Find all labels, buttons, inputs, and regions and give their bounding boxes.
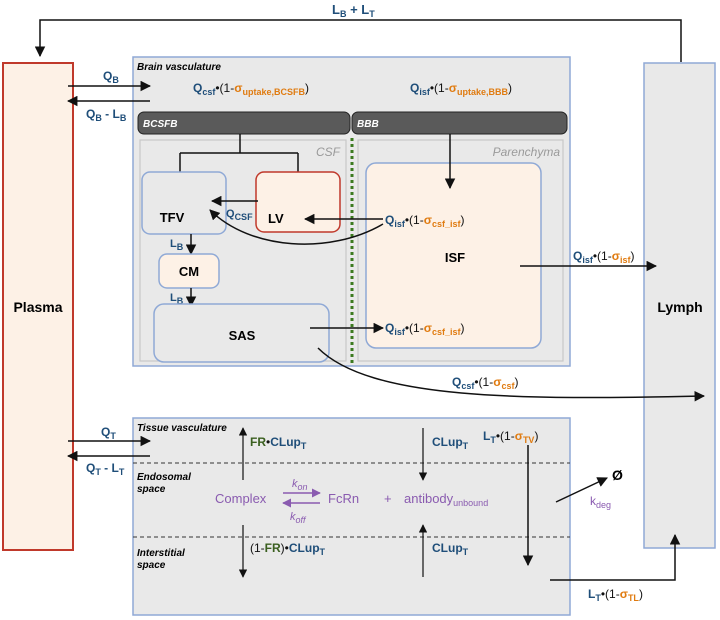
label-lb-cm-sas: LB [170, 292, 184, 306]
label-qt-minus-lt: QT - LT [86, 461, 125, 477]
label-lb-tfv-cm: LB [170, 238, 184, 252]
arrow-lt-tl-to-lymph [550, 533, 681, 581]
label-qcsf-lv-tfv: QCSF [226, 208, 253, 222]
koff-label: koff [290, 511, 307, 525]
lymph-label: Lymph [657, 299, 702, 315]
lv-compartment [255, 171, 341, 233]
binding-plus: + [384, 491, 392, 506]
kon-label: kon [292, 478, 308, 492]
label-clup-bottom: CLupT [432, 541, 469, 557]
lymph-compartment [643, 62, 716, 549]
arrow-isf-to-tfv-curve [209, 209, 384, 245]
endosomal-label-2: space [137, 484, 166, 495]
bbb-barrier [351, 111, 568, 135]
sas-label: SAS [229, 328, 256, 343]
tissue-panel [132, 417, 571, 616]
isf-label: ISF [445, 250, 465, 265]
fcrn-label: FcRn [328, 491, 359, 506]
label-lt-sigma-tv: LT•(1-σTV) [483, 429, 538, 445]
complex-label: Complex [215, 491, 267, 506]
cm-label: CM [179, 264, 199, 279]
lv-label: LV [268, 211, 284, 226]
plasma-compartment [2, 62, 74, 551]
tfv-label: TFV [160, 210, 185, 225]
bbb-label: BBB [357, 119, 379, 130]
label-qb: QB [103, 69, 119, 85]
label-qt: QT [101, 425, 116, 441]
kdeg-label: kdeg [590, 494, 611, 510]
parenchyma-label: Parenchyma [493, 145, 561, 159]
isf-compartment [365, 162, 542, 349]
label-qisf-uptake-bbb: Qisf•(1-σuptake,BBB) [410, 81, 512, 97]
label-qisf-csf-isf-lower: Qisf•(1-σcsf_isf) [385, 321, 464, 337]
label-qisf-lymph: Qisf•(1-σisf) [573, 249, 634, 265]
label-qcsf-lymph: Qcsf•(1-σcsf) [452, 375, 518, 391]
sas-compartment [153, 303, 330, 363]
lymph-to-plasma-arrow [34, 19, 682, 62]
parenchyma-region [357, 139, 564, 362]
csf-label: CSF [316, 145, 341, 159]
antibody-label: antibodyunbound [404, 491, 488, 508]
arrow-sas-to-lymph-curve [317, 347, 706, 402]
label-qisf-csf-isf-upper: Qisf•(1-σcsf_isf) [385, 213, 464, 229]
label-fr-clup: FR•CLupT [250, 435, 307, 451]
null-set-label: Ø [612, 467, 623, 483]
tfv-compartment [141, 171, 227, 235]
bcsfb-barrier [137, 111, 351, 135]
label-one-minus-fr-clup: (1-FR)•CLupT [250, 541, 326, 557]
label-qcsf-uptake-bcsfb: Qcsf•(1-σuptake,BCSFB) [193, 81, 309, 97]
interstitial-label-2: space [137, 560, 166, 571]
plasma-label: Plasma [13, 299, 62, 315]
label-lb-plus-lt: LB + LT [332, 2, 375, 19]
label-clup-top: CLupT [432, 435, 469, 451]
label-qb-minus-lb: QB - LB [86, 107, 127, 123]
arrow-degradation [555, 477, 608, 503]
bcsfb-label: BCSFB [143, 119, 177, 130]
cm-compartment [158, 253, 220, 289]
interstitial-label-1: Interstitial [137, 548, 185, 559]
label-lt-sigma-tl: LT•(1-σTL) [588, 587, 643, 603]
endosomal-label-1: Endosomal [137, 472, 191, 483]
tissue-vasculature-label: Tissue vasculature [137, 423, 227, 434]
brain-vasculature-label: Brain vasculature [137, 62, 221, 73]
